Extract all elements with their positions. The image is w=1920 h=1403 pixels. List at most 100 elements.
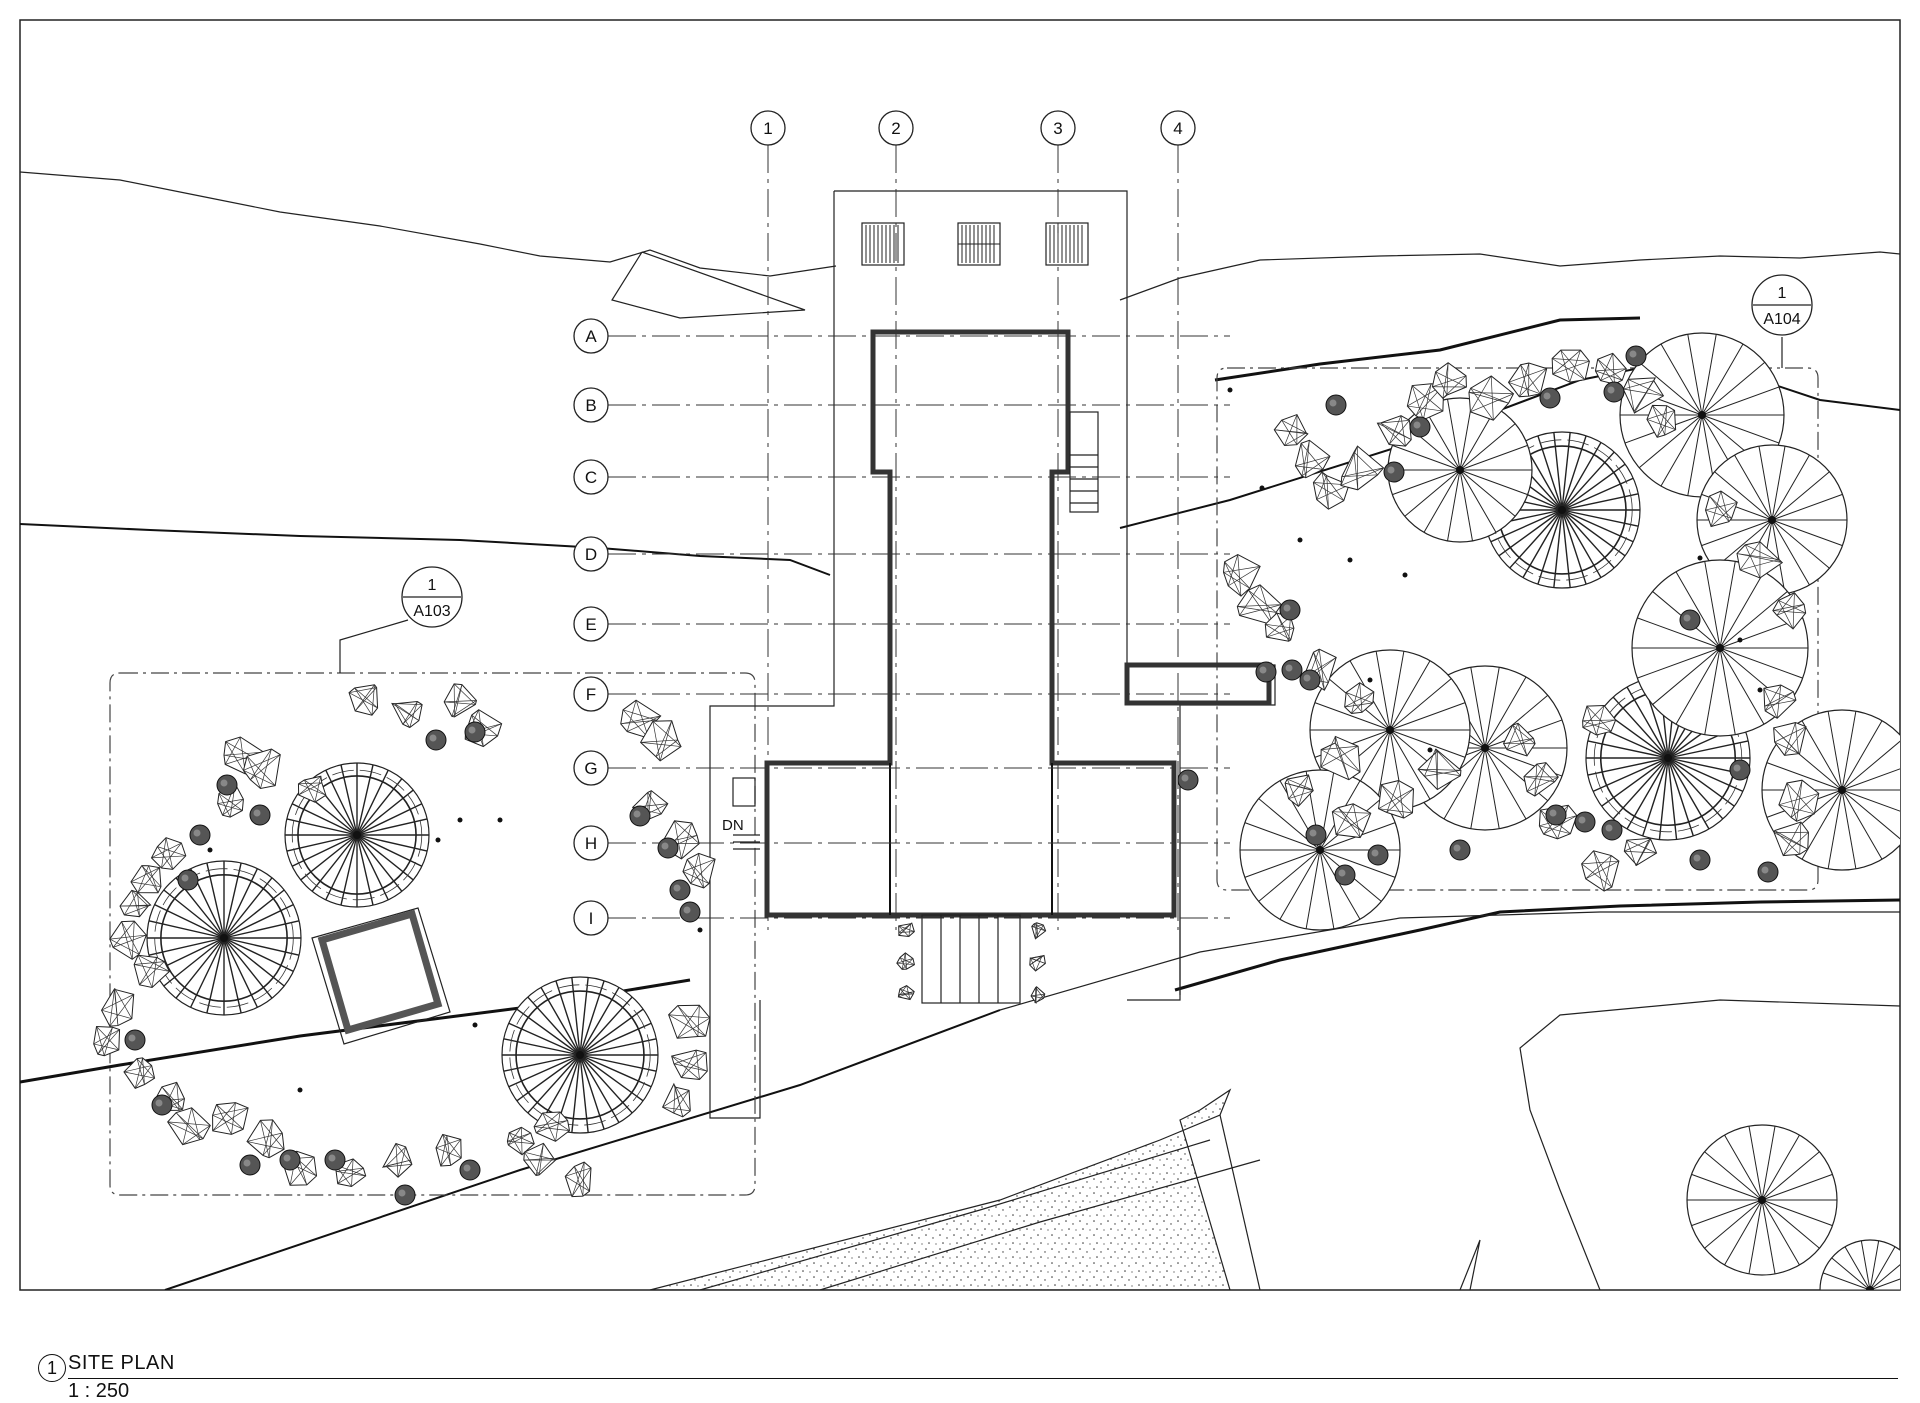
dark-shrub-symbol — [1282, 660, 1302, 680]
shrub-symbol — [1030, 956, 1046, 971]
shrub-symbol — [899, 923, 915, 936]
dark-shrub-symbol — [1758, 862, 1778, 882]
grid-column-label: 1 — [763, 119, 772, 138]
dark-shrub-symbol — [152, 1095, 172, 1115]
dark-shrub-symbol — [1326, 395, 1346, 415]
shrub-symbol — [120, 890, 151, 916]
shrub-symbol — [1377, 416, 1411, 446]
grid-row-E: E — [574, 607, 608, 641]
grid-column-label: 4 — [1173, 119, 1182, 138]
shrub-symbol — [1032, 923, 1046, 939]
tree-canopy-symbol — [1687, 1125, 1837, 1275]
shrub-symbol — [672, 1050, 708, 1079]
dark-shrub-symbol — [325, 1150, 345, 1170]
dark-shrub-symbol — [1575, 812, 1595, 832]
shrub-symbol — [663, 1084, 691, 1117]
grid-row-label: A — [585, 327, 597, 346]
dark-shrub-symbol — [1300, 670, 1320, 690]
shrub-symbol — [247, 1120, 284, 1158]
grid-row-label: C — [585, 468, 597, 487]
shrub-symbol — [1582, 851, 1619, 891]
grid-column-3: 3 — [1041, 111, 1075, 145]
sheet-border — [20, 20, 1900, 1290]
shrub-symbol — [669, 1005, 710, 1038]
dark-shrub-symbol — [1450, 840, 1470, 860]
dark-shrub-symbol — [178, 870, 198, 890]
grid-row-label: F — [586, 685, 596, 704]
grid-row-H: H — [574, 826, 608, 860]
tree-canopy-symbol — [1388, 398, 1532, 542]
grid-row-I: I — [574, 901, 608, 935]
dark-shrub-symbol — [460, 1160, 480, 1180]
shrub-symbol — [565, 1162, 591, 1196]
grid-column-label: 3 — [1053, 119, 1062, 138]
shrub-symbol — [1595, 353, 1626, 384]
dark-shrub-symbol — [1178, 770, 1198, 790]
grid-row-label: B — [585, 396, 596, 415]
grid-row-F: F — [574, 677, 608, 711]
dark-shrub-symbol — [1546, 805, 1566, 825]
dark-shrub-symbol — [280, 1150, 300, 1170]
dark-shrub-symbol — [250, 805, 270, 825]
dark-shrub-symbol — [1626, 346, 1646, 366]
shrub-symbol — [436, 1134, 461, 1166]
view-number: 1 — [38, 1354, 66, 1382]
shrub-symbol — [1624, 838, 1656, 865]
grid-row-label: E — [585, 615, 596, 634]
shrub-symbol — [349, 685, 378, 715]
dark-shrub-symbol — [1680, 610, 1700, 630]
grid-row-B: B — [574, 388, 608, 422]
shrub-symbol — [897, 953, 915, 969]
shrub-symbol — [392, 702, 422, 728]
shrub-symbol — [1764, 685, 1796, 718]
section-callout-a103[interactable]: 1 A103 — [402, 567, 462, 627]
dark-shrub-symbol — [190, 825, 210, 845]
grid-column-4: 4 — [1161, 111, 1195, 145]
dark-shrub-symbol — [1410, 417, 1430, 437]
grid-column-label: 2 — [891, 119, 900, 138]
shrub-symbol — [898, 986, 914, 1000]
dark-shrub-symbol — [1384, 462, 1404, 482]
dark-shrub-symbol — [1256, 662, 1276, 682]
shrub-symbol — [1295, 440, 1330, 477]
dark-shrub-symbol — [240, 1155, 260, 1175]
shrub-symbol — [168, 1108, 211, 1145]
dark-shrub-symbol — [670, 880, 690, 900]
shrub-symbol — [131, 866, 161, 893]
tree-canopy-symbol — [502, 977, 658, 1133]
dark-shrub-symbol — [1335, 865, 1355, 885]
shrub-symbol — [444, 684, 476, 717]
paved-area — [650, 1090, 1480, 1290]
shrub-symbol — [94, 1027, 120, 1056]
section-callout-a104[interactable]: 1 A104 — [1752, 275, 1812, 335]
grid-row-G: G — [574, 751, 608, 785]
callout-number: 1 — [428, 577, 437, 594]
landscape-planting — [94, 333, 1920, 1340]
stair-down-label: DN — [722, 817, 744, 834]
drawing-title: SITE PLAN — [68, 1352, 175, 1375]
garden-pavilion — [312, 908, 450, 1044]
grid-row-label: D — [585, 545, 597, 564]
dark-shrub-symbol — [1306, 825, 1326, 845]
dark-shrub-symbol — [630, 806, 650, 826]
dark-shrub-symbol — [426, 730, 446, 750]
tree-canopy-symbol — [1820, 1240, 1920, 1340]
grid-column-1: 1 — [751, 111, 785, 145]
dark-shrub-symbol — [217, 775, 237, 795]
building-outline: DN — [710, 191, 1275, 1118]
callout-number: 1 — [1778, 285, 1787, 302]
dark-shrub-symbol — [1730, 760, 1750, 780]
dark-shrub-symbol — [125, 1030, 145, 1050]
structural-grid: 1 2 3 4A B C D E F G H I — [574, 111, 1230, 935]
shrub-symbol — [110, 921, 147, 959]
grid-row-label: G — [584, 759, 597, 778]
shrub-symbol — [151, 838, 185, 870]
shrub-symbol — [1274, 415, 1308, 446]
grid-row-D: D — [574, 537, 608, 571]
shrub-symbol — [1469, 376, 1514, 420]
dark-shrub-symbol — [1280, 600, 1300, 620]
grid-row-label: I — [589, 909, 594, 928]
callout-sheet: A104 — [1763, 311, 1800, 328]
grid-row-A: A — [574, 319, 608, 353]
